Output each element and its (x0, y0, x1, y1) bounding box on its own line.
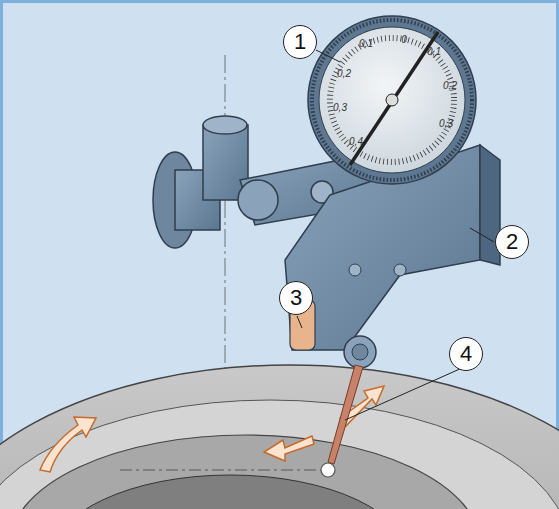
dial-scale-number: 0,2 (337, 69, 351, 79)
dial-scale-number: 0,3 (333, 103, 347, 113)
callout-number: 3 (290, 287, 302, 309)
callout-number: 2 (506, 231, 518, 253)
callout-circle: 4 (449, 337, 483, 371)
callout-number: 4 (460, 343, 472, 365)
callout-circle: 1 (283, 25, 317, 59)
dial-scale-number: 0,1 (427, 47, 441, 57)
dial-scale-number: 0,4 (349, 137, 363, 147)
dial-scale-number: 0,2 (443, 81, 457, 91)
callout-circle: 3 (279, 281, 313, 315)
dial-scale-number: 0,1 (359, 39, 373, 49)
dial-scale-number: 0,3 (439, 119, 453, 129)
callout-number: 1 (294, 31, 306, 53)
dial-scale-number: 0 (401, 35, 407, 45)
callout-circle: 2 (495, 225, 529, 259)
